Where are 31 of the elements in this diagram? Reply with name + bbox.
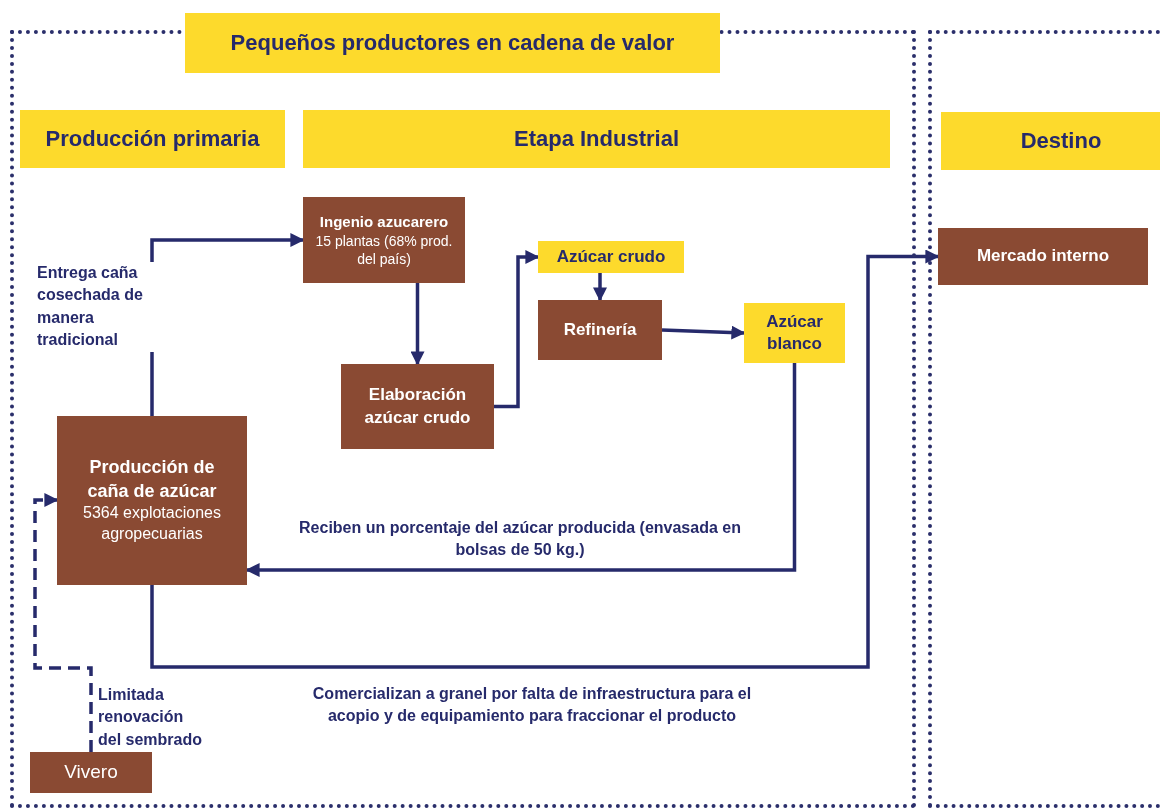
process-box xyxy=(30,752,152,793)
arrow xyxy=(245,363,797,577)
arrow xyxy=(410,283,425,366)
dotted-region xyxy=(928,30,1160,808)
section-header: Destino xyxy=(941,112,1160,170)
box-title: Azúcar crudo xyxy=(555,245,667,268)
arrow xyxy=(150,249,940,669)
box-title: Vivero xyxy=(63,760,119,785)
arrow xyxy=(593,273,607,302)
arrow xyxy=(33,493,93,752)
process-box xyxy=(938,228,1148,285)
box-detail: 15 plantas (68% prod. del país) xyxy=(314,231,454,268)
process-box xyxy=(341,364,494,449)
box-title: Elaboración azúcar crudo xyxy=(363,384,472,429)
box-title: Ingenio azucarero xyxy=(318,212,450,232)
section-header: Producción primaria xyxy=(20,110,285,168)
box-detail: 5364 explotaciones agropecuarias xyxy=(82,503,222,544)
edge-label: Entrega caña cosechada de manera tradicional xyxy=(37,262,157,352)
process-box xyxy=(303,197,465,283)
process-box xyxy=(538,300,662,360)
product-box xyxy=(538,241,684,273)
box-title: Refinería xyxy=(562,318,638,341)
product-box xyxy=(744,303,845,363)
box-title: Mercado interno xyxy=(975,245,1111,268)
process-box xyxy=(57,416,247,585)
box-title: Producción de caña de azúcar xyxy=(86,456,218,503)
arrow xyxy=(661,325,746,340)
section-header: Etapa Industrial xyxy=(303,110,890,168)
arrow xyxy=(494,250,540,409)
title-banner: Pequeños productores en cadena de valor xyxy=(185,13,720,73)
box-title: Azúcar blanco xyxy=(765,310,824,355)
